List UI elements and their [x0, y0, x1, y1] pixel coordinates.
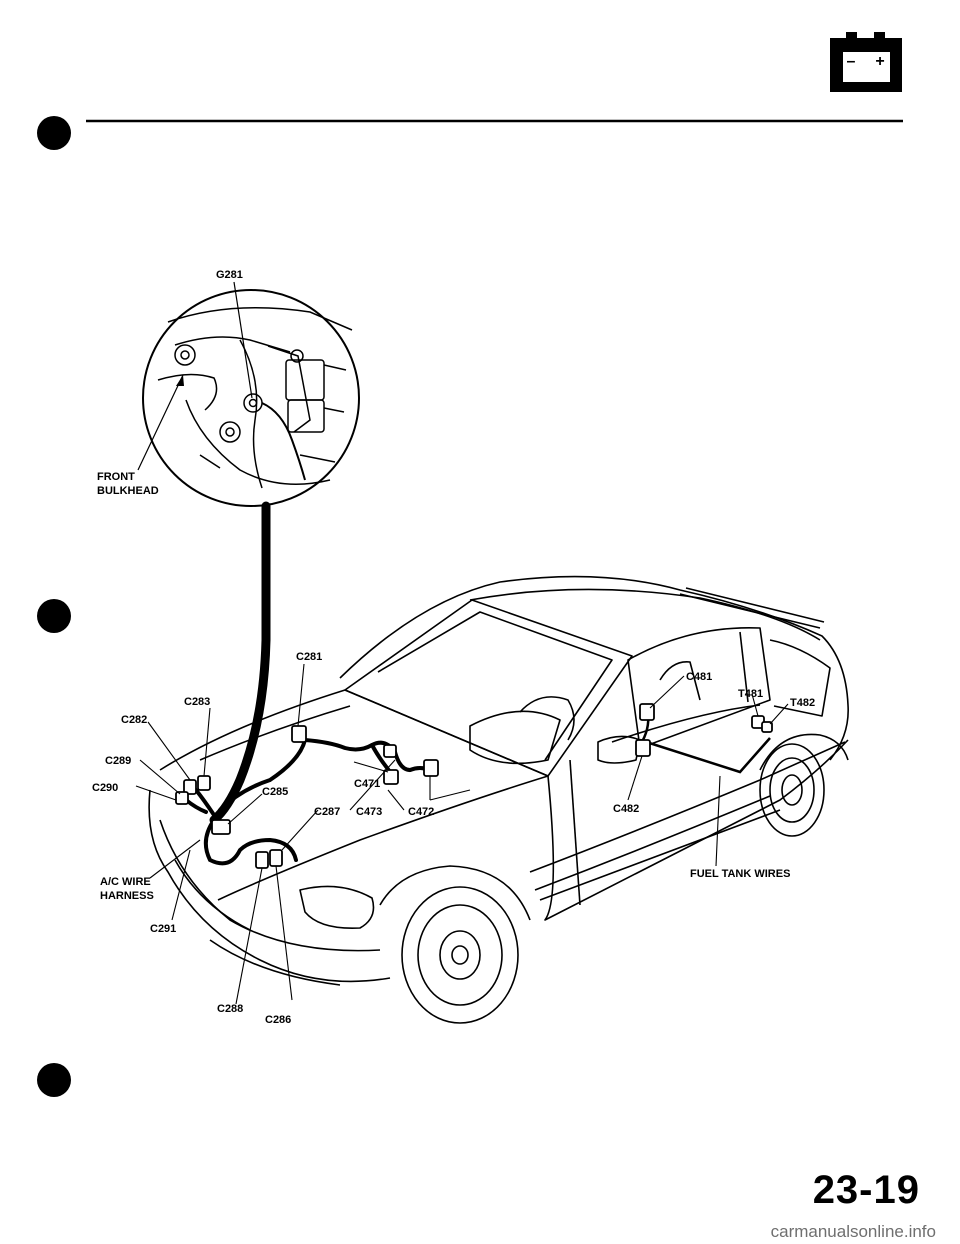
label-c473: C473: [356, 806, 382, 818]
label-front-bulkhead-line1: FRONT: [97, 471, 135, 483]
page-number: 23-19: [812, 1168, 920, 1212]
label-t482: T482: [790, 697, 815, 709]
engine-harness: [184, 738, 432, 866]
connector-c472: [423, 759, 439, 777]
connector-c283: [197, 775, 211, 791]
connector-c286: [269, 849, 283, 867]
label-ac-harness-line2: HARNESS: [100, 890, 154, 902]
label-c481: C481: [686, 671, 712, 683]
label-ac-harness-line1: A/C WIRE: [100, 876, 151, 888]
connector-c281: [291, 725, 307, 743]
connector-c288: [255, 851, 269, 869]
watermark: carmanualsonline.info: [770, 1222, 936, 1241]
label-g281: G281: [216, 269, 243, 281]
leader-lines: [135, 663, 789, 1005]
label-c287: C287: [314, 806, 340, 818]
ground-detail-inset: [142, 289, 360, 507]
label-fuel-tank-wires: FUEL TANK WIRES: [690, 868, 790, 880]
label-c472: C472: [408, 806, 434, 818]
label-c482: C482: [613, 803, 639, 815]
label-c289: C289: [105, 755, 131, 767]
connector-c473: [383, 744, 397, 758]
connector-c482: [635, 739, 651, 757]
battery-icon: – +: [830, 32, 902, 92]
battery-minus-label: –: [847, 53, 856, 70]
binder-hole-2: [37, 599, 71, 633]
connector-t482: [761, 721, 773, 733]
connectors: [175, 703, 773, 869]
label-front-bulkhead-line2: BULKHEAD: [97, 485, 159, 497]
label-c288: C288: [217, 1003, 243, 1015]
connector-c285: [211, 819, 231, 835]
rear-harness: [638, 711, 771, 774]
car-body: [148, 575, 849, 1024]
battery-plus-label: +: [875, 53, 884, 70]
label-t481: T481: [738, 688, 763, 700]
connector-c289: [175, 791, 189, 805]
label-c282: C282: [121, 714, 147, 726]
label-c283: C283: [184, 696, 210, 708]
label-c291: C291: [150, 923, 176, 935]
main-harness-trunk: [209, 501, 271, 825]
label-c286: C286: [265, 1014, 291, 1026]
binder-hole-3: [37, 1063, 71, 1097]
binder-hole-1: [37, 116, 71, 150]
label-c281: C281: [296, 651, 322, 663]
label-c290: C290: [92, 782, 118, 794]
label-c285: C285: [262, 786, 288, 798]
label-c471: C471: [354, 778, 380, 790]
connector-c471: [383, 769, 399, 785]
